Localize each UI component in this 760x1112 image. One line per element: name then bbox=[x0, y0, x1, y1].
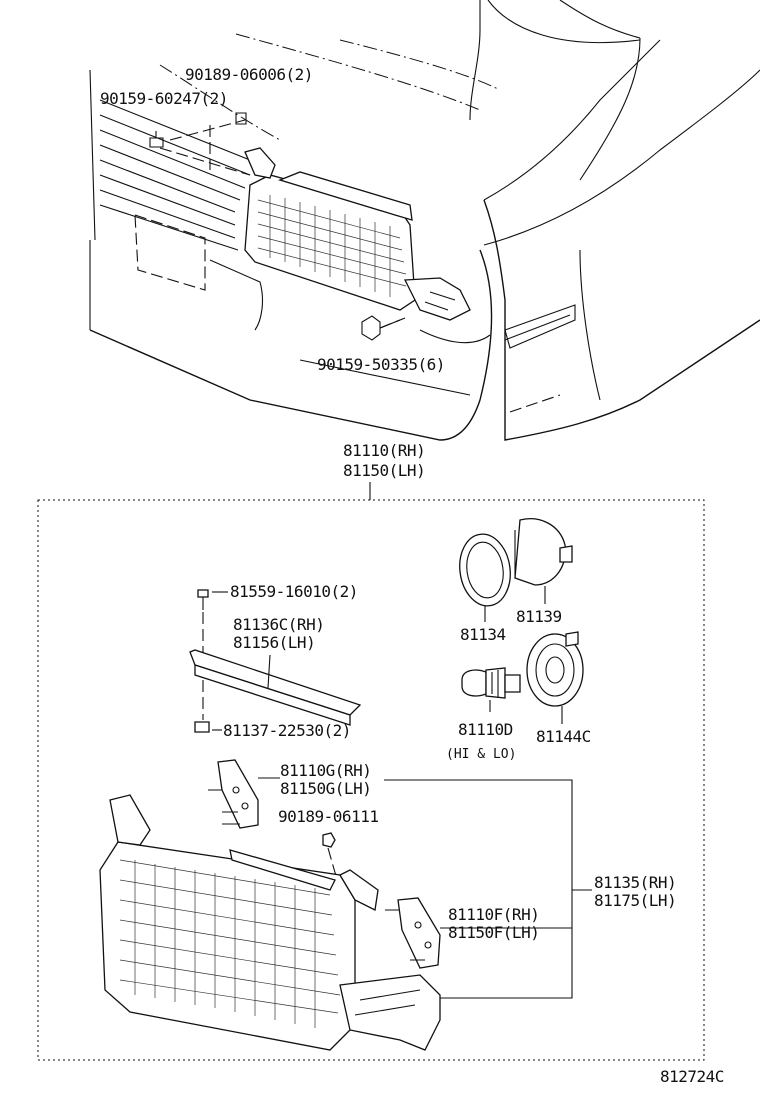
screw-icon-top bbox=[149, 131, 164, 148]
cap-part bbox=[514, 518, 573, 586]
headlamp-unit-part bbox=[99, 794, 441, 1051]
label-cover-rh: 81136C(RH) bbox=[233, 615, 324, 634]
diagram-code: 812724C bbox=[660, 1067, 724, 1086]
headlamp-installed bbox=[244, 147, 471, 321]
gasket-part bbox=[459, 533, 511, 607]
label-bracket-f-lh: 81150F(LH) bbox=[448, 923, 539, 942]
retainer-icon-top bbox=[235, 112, 247, 125]
label-unit-lh: 81175(LH) bbox=[594, 891, 676, 910]
label-bracket-g-rh: 81110G(RH) bbox=[280, 761, 371, 780]
label-gasket: 81134 bbox=[460, 625, 506, 644]
label-nut: 90189-06111 bbox=[278, 807, 378, 826]
label-screw-bottom: 90159-50335(6) bbox=[317, 355, 445, 374]
label-bracket-g-lh: 81150G(LH) bbox=[280, 779, 371, 798]
bulb-part bbox=[461, 667, 521, 699]
socket-part bbox=[526, 631, 584, 707]
assembly-detail-box bbox=[37, 499, 705, 1061]
headlamp-cover-part bbox=[189, 649, 362, 726]
screw-icon-cover bbox=[197, 589, 209, 610]
label-screw-top: 90159-60247(2) bbox=[100, 89, 228, 108]
label-bulb: 81110D bbox=[458, 720, 513, 739]
label-retainer-cover: 81137-22530(2) bbox=[223, 721, 351, 740]
label-assembly-lh: 81150(LH) bbox=[343, 461, 425, 480]
label-unit-rh: 81135(RH) bbox=[594, 873, 676, 892]
label-cover-lh: 81156(LH) bbox=[233, 633, 315, 652]
label-retainer-top: 90189-06006(2) bbox=[185, 65, 313, 84]
label-bracket-f-rh: 81110F(RH) bbox=[448, 905, 539, 924]
retainer-icon-cover bbox=[194, 721, 210, 733]
label-assembly-rh: 81110(RH) bbox=[343, 441, 425, 460]
label-cap: 81139 bbox=[516, 607, 562, 626]
bracket-g-part bbox=[208, 759, 259, 829]
nut-icon bbox=[322, 832, 336, 848]
bracket-f-part bbox=[385, 897, 441, 969]
label-bulb-note: (HI & LO) bbox=[446, 747, 516, 762]
label-screw-cover: 81559-16010(2) bbox=[230, 582, 358, 601]
vehicle-front-body bbox=[89, 0, 760, 441]
label-socket: 81144C bbox=[536, 727, 591, 746]
